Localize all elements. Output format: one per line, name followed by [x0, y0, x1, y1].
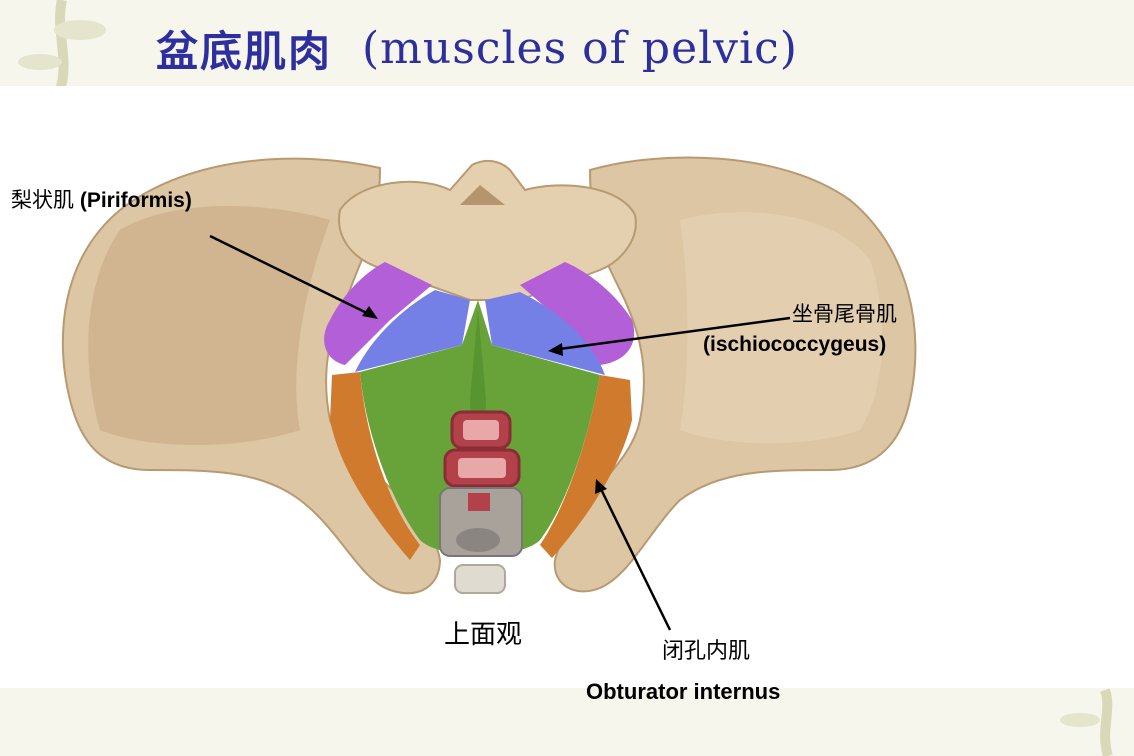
vine-decoration-right — [1100, 688, 1113, 756]
piriformis-label-en: (Piriformis) — [79, 189, 192, 212]
title-chinese: 盆底肌肉 — [156, 27, 333, 76]
ischiococcygeus-right — [485, 292, 605, 375]
obturator-label-en: Obturator internus — [586, 679, 781, 704]
obturator-internus-right — [540, 375, 632, 558]
view-caption: 上面观 — [444, 620, 523, 650]
ischiococcygeus-label-cn: 坐骨尾骨肌 — [792, 302, 897, 326]
piriformis-leader-line — [209, 234, 374, 318]
piriformis-label-cn: 梨状肌 — [11, 189, 74, 212]
title-english: (muscles of pelvic) — [362, 23, 798, 74]
pubic-symphysis — [454, 564, 506, 594]
obturator-internus-left — [330, 372, 420, 560]
piriformis-left — [324, 262, 432, 365]
ischiococcygeus-leader-line — [551, 316, 791, 352]
ischiococcygeus-label-en: (ischiococcygeus) — [703, 333, 887, 356]
piriformis-right — [520, 262, 635, 365]
vine-decoration-left — [55, 0, 69, 92]
obturator-label-cn: 闭孔内肌 — [662, 639, 751, 664]
obturator-leader-line — [596, 482, 672, 631]
slide-title: 盆底肌肉 (muscles of pelvic) — [156, 18, 798, 79]
ischiococcygeus-left — [355, 290, 470, 372]
piriformis-label: 梨状肌 (Piriformis) — [11, 184, 192, 214]
